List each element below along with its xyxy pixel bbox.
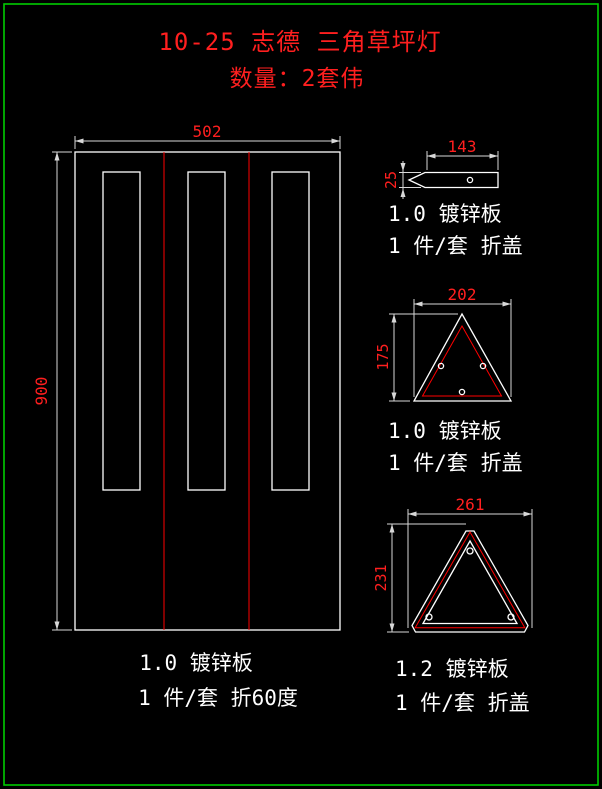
flat-bar-outline — [407, 171, 499, 189]
main-panel-slot — [271, 171, 310, 491]
small-triangle-drawing: 202 175 1.0 镀锌板 1 件/套 折盖 — [374, 285, 523, 475]
dim-text-900: 900 — [32, 377, 51, 406]
dim-text-175: 175 — [374, 343, 392, 370]
hole — [507, 613, 515, 621]
hole — [458, 388, 466, 396]
large-triangle-fold-line — [414, 530, 526, 629]
main-panel-slot — [102, 171, 141, 491]
dim-text-231: 231 — [372, 564, 390, 591]
hole — [479, 362, 487, 370]
large-triangle-inner-outline — [421, 539, 519, 625]
small-triangle-fold-line — [421, 324, 503, 397]
hole — [466, 176, 474, 184]
drawing-title: 10-25 志德 三角草坪灯 — [158, 28, 441, 56]
small-triangle-outline — [412, 312, 513, 402]
main-panel-slot — [187, 171, 226, 491]
part-label-spec: 1 件/套 折60度 — [138, 686, 298, 710]
main-panel-outline — [74, 151, 341, 631]
flat-bar-drawing: 143 25 1.0 镀锌板 1 件/套 折盖 — [382, 137, 523, 258]
dim-text-25: 25 — [382, 171, 400, 189]
hole — [466, 547, 474, 555]
part-label-material: 1.2 镀锌板 — [395, 657, 509, 681]
drawing-quantity: 数量：2套伟 — [230, 66, 365, 92]
part-label-material: 1.0 镀锌板 — [139, 651, 253, 675]
large-triangle-drawing: 261 231 1.2 镀锌板 1 件/套 折盖 — [372, 495, 533, 715]
dim-text-143: 143 — [448, 137, 477, 156]
part-label-spec: 1 件/套 折盖 — [395, 691, 530, 715]
sheet-border — [3, 3, 599, 786]
dim-text-261: 261 — [456, 495, 485, 514]
main-panel-drawing: 502 900 1.0 镀锌板 1 件/套 折60度 — [32, 122, 341, 710]
part-label-material: 1.0 镀锌板 — [388, 419, 502, 443]
part-label-material: 1.0 镀锌板 — [388, 202, 502, 226]
dim-text-502: 502 — [193, 122, 222, 141]
large-triangle-outline — [411, 530, 529, 633]
part-label-spec: 1 件/套 折盖 — [388, 234, 523, 258]
hole — [425, 613, 433, 621]
dim-text-202: 202 — [448, 285, 477, 304]
hole — [437, 362, 445, 370]
part-label-spec: 1 件/套 折盖 — [388, 451, 523, 475]
